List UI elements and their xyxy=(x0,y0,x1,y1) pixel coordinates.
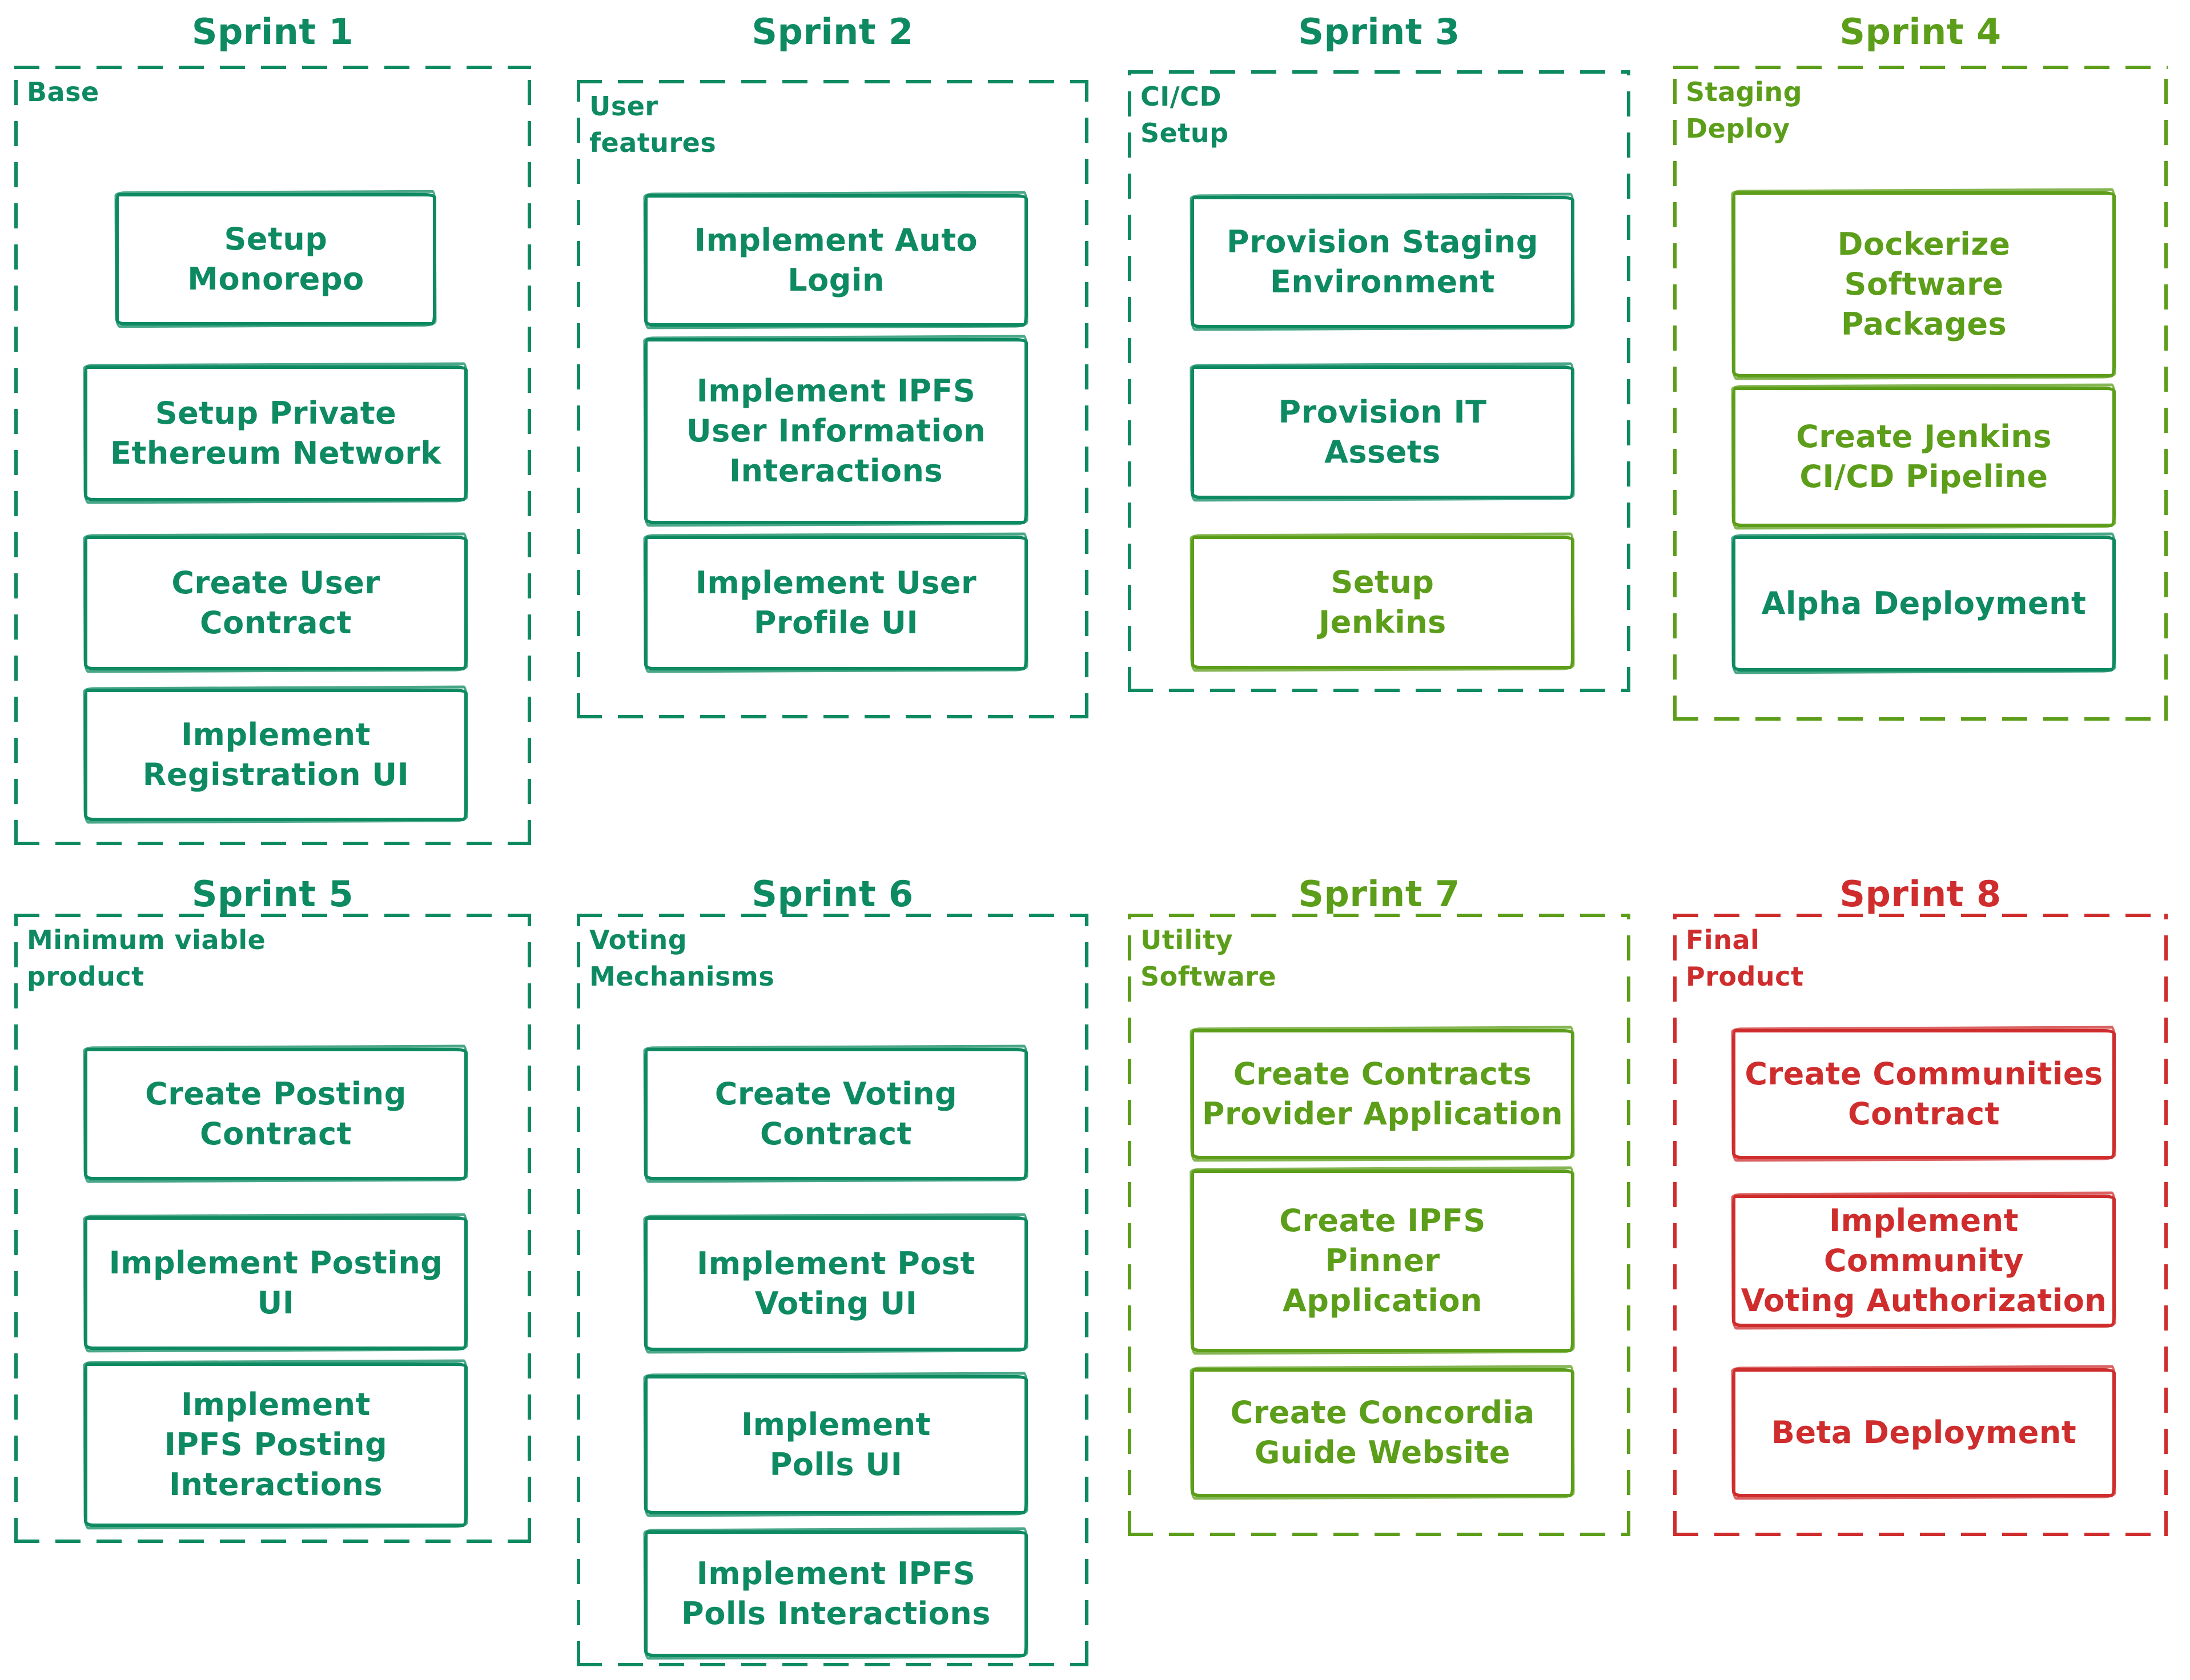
sprint-5-title: Sprint 5 xyxy=(191,873,354,915)
sprint-5-label: Minimum viable product xyxy=(27,925,266,992)
task-create-contracts-provider-application: Create Contracts Provider Application xyxy=(1191,1029,1574,1159)
task-implement-posting-ui: Implement Posting UI xyxy=(84,1216,468,1350)
task-implement-post-voting-ui: Implement Post Voting UI xyxy=(644,1216,1028,1351)
task-create-communities-contract: Create Communities Contract xyxy=(1732,1029,2116,1159)
sprint-3-label: CI/CD Setup xyxy=(1140,81,1229,149)
sprint-1-frame: Base xyxy=(14,66,531,845)
sprint-7-label: Utility Software xyxy=(1140,925,1277,992)
sprint-4-label: Staging Deploy xyxy=(1686,77,1803,144)
task-implement-ipfs-posting-interactions: Implement IPFS Posting Interactions xyxy=(84,1363,468,1527)
sprint-4-title: Sprint 4 xyxy=(1839,11,2002,53)
sprint-8-label: Final Product xyxy=(1686,925,1804,992)
task-implement-auto-login: Implement Auto Login xyxy=(644,194,1028,327)
sprint-1-title: Sprint 1 xyxy=(191,11,354,53)
sprint-8-title: Sprint 8 xyxy=(1839,873,2002,915)
task-implement-ipfs-polls-interactions: Implement IPFS Polls Interactions xyxy=(644,1530,1028,1657)
task-implement-registration-ui: Implement Registration UI xyxy=(84,689,468,821)
sprint-2-label: User features xyxy=(589,91,717,159)
task-provision-it-assets: Provision IT Assets xyxy=(1191,365,1574,499)
task-create-voting-contract: Create Voting Contract xyxy=(644,1048,1028,1180)
sprint-6-label: Voting Mechanisms xyxy=(589,925,775,992)
sprint-6-title: Sprint 6 xyxy=(752,873,914,915)
sprint-1-label: Base xyxy=(27,77,99,107)
task-dockerize-software-packages: Dockerize Software Packages xyxy=(1732,191,2116,377)
task-create-concordia-guide-website: Create Concordia Guide Website xyxy=(1191,1368,1574,1497)
sprint-7-title: Sprint 7 xyxy=(1298,873,1460,915)
sprint-3-title: Sprint 3 xyxy=(1298,11,1460,53)
sprint-6-frame: Voting Mechanisms xyxy=(577,914,1088,1666)
task-implement-polls-ui: Implement Polls UI xyxy=(644,1375,1028,1514)
task-create-posting-contract: Create Posting Contract xyxy=(84,1048,468,1180)
task-provision-staging-environment: Provision Staging Environment xyxy=(1191,196,1574,328)
sprint-8-frame: Final Product xyxy=(1673,914,2168,1536)
task-create-jenkins-cicd-pipeline: Create Jenkins CI/CD Pipeline xyxy=(1732,387,2116,527)
sprint-4-frame: Staging Deploy xyxy=(1673,66,2168,721)
task-create-user-contract: Create User Contract xyxy=(84,536,468,670)
task-implement-user-profile-ui: Implement User Profile UI xyxy=(644,536,1028,670)
task-setup-private-ethereum-network: Setup Private Ethereum Network xyxy=(84,365,468,501)
sprint-7-frame: Utility Software xyxy=(1128,914,1630,1536)
sprint-3-frame: CI/CD Setup xyxy=(1128,70,1630,692)
task-setup-jenkins: Setup Jenkins xyxy=(1191,536,1574,669)
task-setup-monorepo: Setup Monorepo xyxy=(115,193,436,325)
sprint-2-title: Sprint 2 xyxy=(752,11,914,53)
task-alpha-deployment: Alpha Deployment xyxy=(1732,536,2116,672)
task-implement-ipfs-user-information-interactions: Implement IPFS User Information Interact… xyxy=(644,338,1028,524)
sprint-2-frame: User features xyxy=(577,80,1088,718)
task-implement-community-voting-authorization: Implement Community Voting Authorization xyxy=(1732,1195,2116,1327)
task-create-ipfs-pinner-application: Create IPFS Pinner Application xyxy=(1191,1169,1574,1352)
task-beta-deployment: Beta Deployment xyxy=(1732,1368,2116,1497)
sprint-5-frame: Minimum viable product xyxy=(14,914,531,1543)
